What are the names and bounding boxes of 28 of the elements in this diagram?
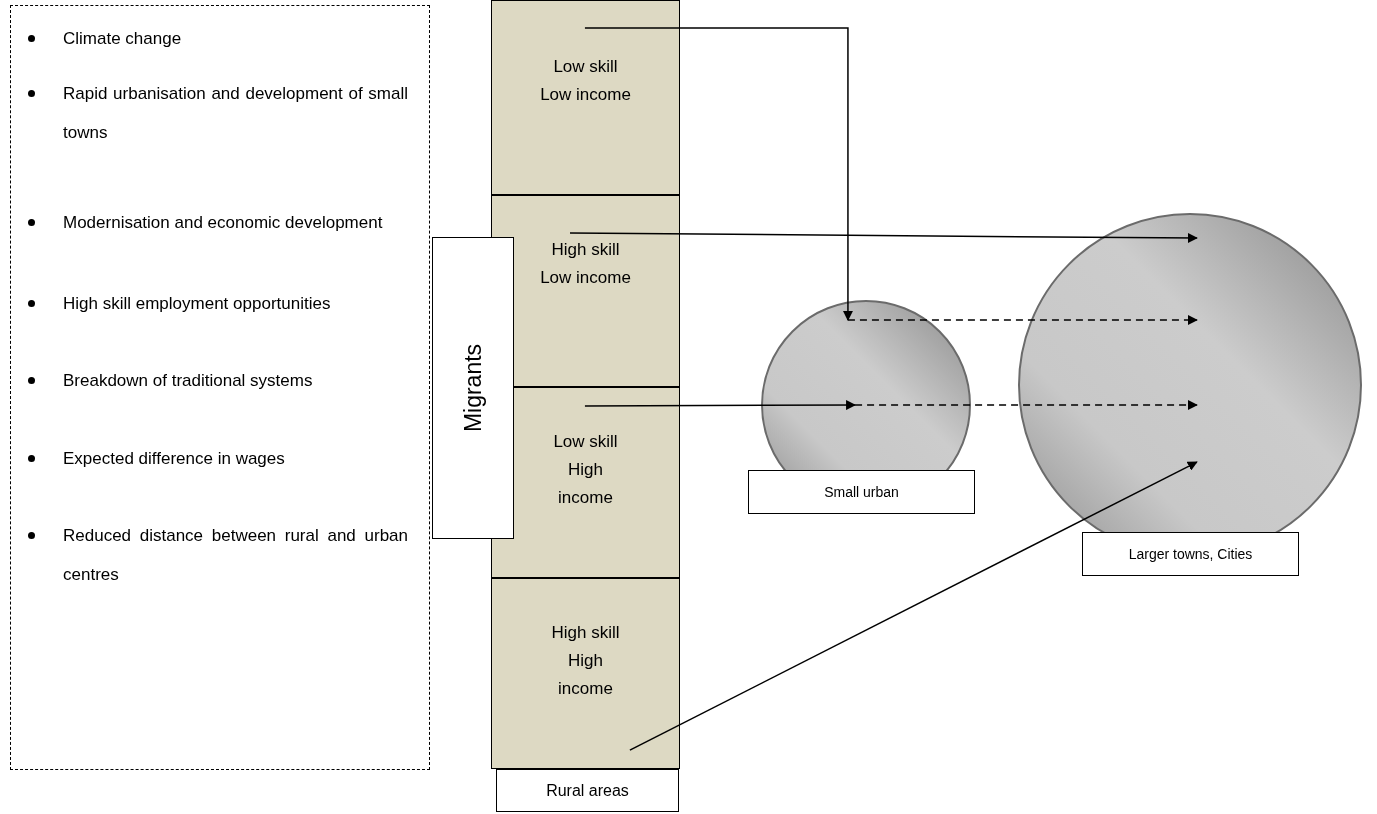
category-cell	[491, 578, 680, 769]
arrow	[854, 399, 1198, 410]
vertical-label: Migrants	[459, 343, 487, 433]
arrow	[569, 232, 1198, 244]
arrow	[629, 461, 1198, 751]
list-item: High skill employment opportunities	[63, 293, 332, 315]
arrow	[584, 27, 853, 321]
cell-label: Low skill High income	[552, 431, 619, 509]
dashed-panel	[10, 5, 430, 770]
list-item: Rapid urbanisation and development of small towns	[63, 83, 408, 144]
label-box	[496, 769, 679, 812]
list-item: Expected difference in wages	[63, 448, 286, 470]
place-label: Rural areas	[546, 781, 629, 800]
cell-label: High skill Low income	[539, 239, 632, 289]
place-label: Larger towns, Cities	[1128, 546, 1253, 562]
arrow	[847, 315, 1198, 325]
arrow	[584, 400, 857, 411]
label-box	[1082, 532, 1299, 576]
list-item: Climate change	[63, 28, 183, 50]
label-box	[748, 470, 975, 514]
cell-label: Low skill Low income	[539, 56, 632, 106]
cell-label: High skill High income	[550, 622, 621, 700]
list-item: Breakdown of traditional systems	[63, 370, 314, 392]
list-item: Reduced distance between rural and urban centres	[63, 525, 408, 586]
place-label: Small urban	[824, 484, 899, 500]
list-item: Modernisation and economic development	[63, 212, 384, 234]
category-cell	[491, 0, 680, 195]
label-box	[432, 237, 514, 539]
